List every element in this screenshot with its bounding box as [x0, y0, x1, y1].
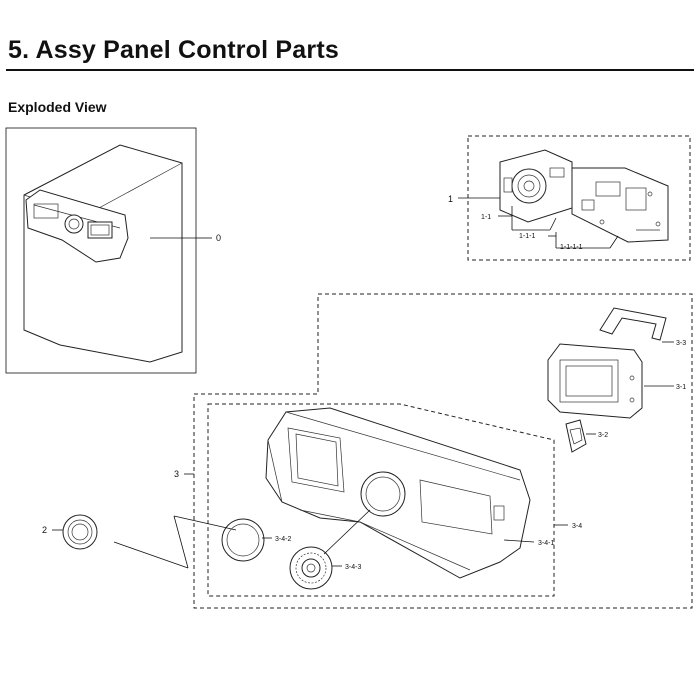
assembly-0-washer	[5, 127, 197, 374]
callout-3-3: 3-3	[676, 340, 686, 347]
callout-3-4-3: 3-4-3	[345, 564, 361, 571]
assembly-3-4-frame	[207, 403, 555, 597]
callout-3-2: 3-2	[598, 432, 608, 439]
part-3-4-1-control-panel	[265, 407, 535, 579]
callout-3-1: 3-1	[676, 384, 686, 391]
part-3-3-window	[599, 307, 674, 343]
page-title: 5. Assy Panel Control Parts	[8, 36, 339, 64]
callout-3-4-1: 3-4-1	[538, 540, 554, 547]
part-3-4-2-ring	[221, 518, 272, 562]
assembly-3-frame	[193, 293, 693, 609]
part-3-4-3-knob	[289, 509, 371, 590]
assembly-1-pcb	[458, 135, 691, 261]
callout-1-1-1-1: 1-1-1-1	[560, 244, 583, 251]
callout-3: 3	[174, 469, 179, 479]
callout-3-4: 3-4	[572, 523, 582, 530]
section-subtitle: Exploded View	[8, 99, 107, 115]
callout-2: 2	[42, 525, 47, 535]
part-3-1-display	[547, 343, 674, 419]
callout-1-1: 1-1	[481, 214, 491, 221]
part-3-2-button	[565, 419, 596, 453]
callout-1: 1	[448, 194, 453, 204]
part-2-knob-ring	[52, 514, 237, 569]
callout-0: 0	[216, 233, 221, 243]
callout-1-1-1: 1-1-1	[519, 233, 535, 240]
callout-3-4-2: 3-4-2	[275, 536, 291, 543]
title-underline	[6, 69, 694, 71]
